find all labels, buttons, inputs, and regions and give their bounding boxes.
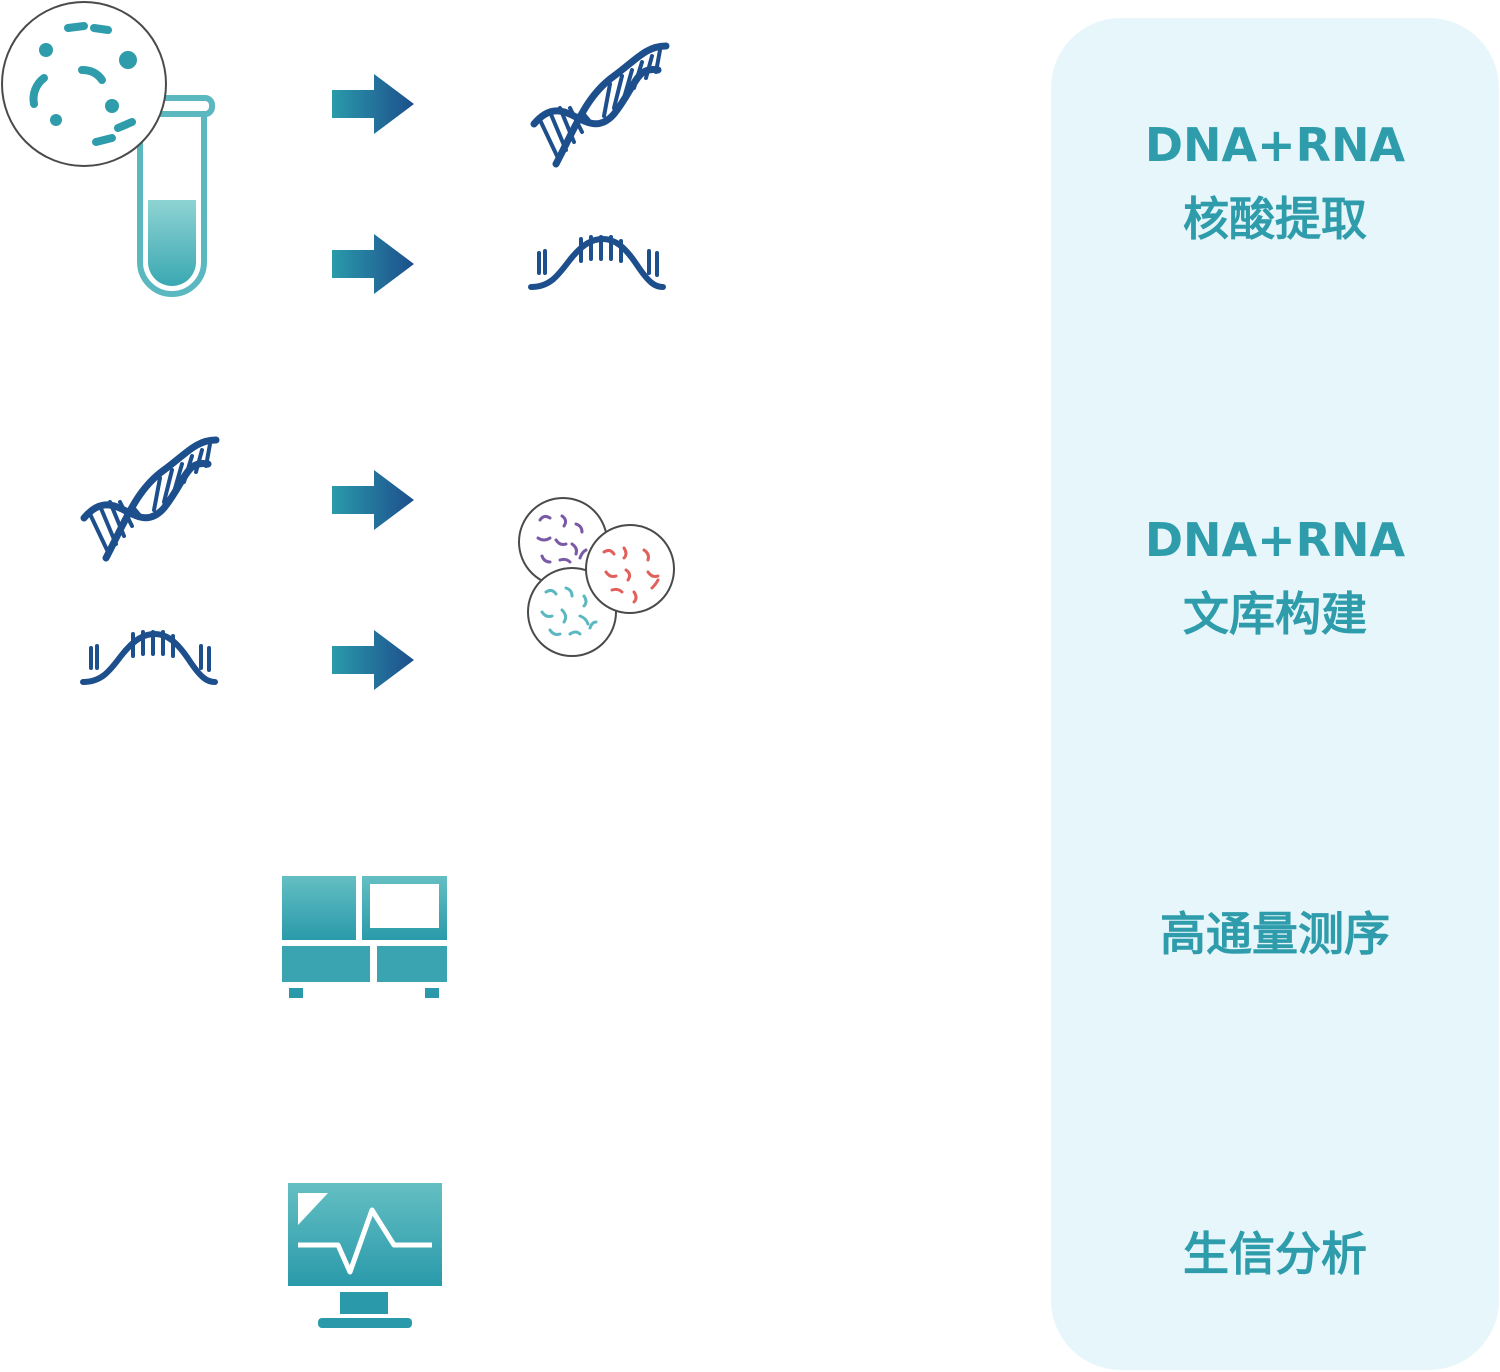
analysis-monitor-icon: [288, 1183, 442, 1328]
step-subtitle: 核酸提取: [1183, 192, 1367, 246]
arrow-right-icon: [332, 74, 414, 134]
microbe-library-icon: [518, 497, 675, 657]
workflow-illustration: [1, 1, 675, 1328]
rna-single-strand-icon: [83, 632, 215, 682]
petri-dish-icon: [1, 1, 167, 167]
steps-panel: [1051, 18, 1499, 1370]
arrow-right-icon: [332, 470, 414, 530]
test-tube-icon: [127, 95, 215, 297]
dna-double-helix-icon: [534, 46, 666, 164]
arrow-right-icon: [332, 234, 414, 294]
arrow-right-icon: [332, 630, 414, 690]
step-subtitle: 文库构建: [1183, 587, 1367, 641]
step-bioinformatics-analysis: 生信分析: [1051, 1217, 1499, 1291]
step-title: 高通量测序: [1160, 907, 1390, 961]
step-high-throughput-sequencing: 高通量测序: [1051, 897, 1499, 971]
step-title: 生信分析: [1183, 1227, 1367, 1281]
sequencer-icon: [282, 876, 447, 998]
step-title: DNA+RNA: [1144, 118, 1406, 172]
step-library-construction: DNA+RNA 文库构建: [1051, 503, 1499, 651]
step-title: DNA+RNA: [1144, 513, 1406, 567]
rna-single-strand-icon: [531, 237, 663, 287]
dna-double-helix-icon: [84, 440, 216, 558]
step-nucleic-acid-extraction: DNA+RNA 核酸提取: [1051, 108, 1499, 256]
